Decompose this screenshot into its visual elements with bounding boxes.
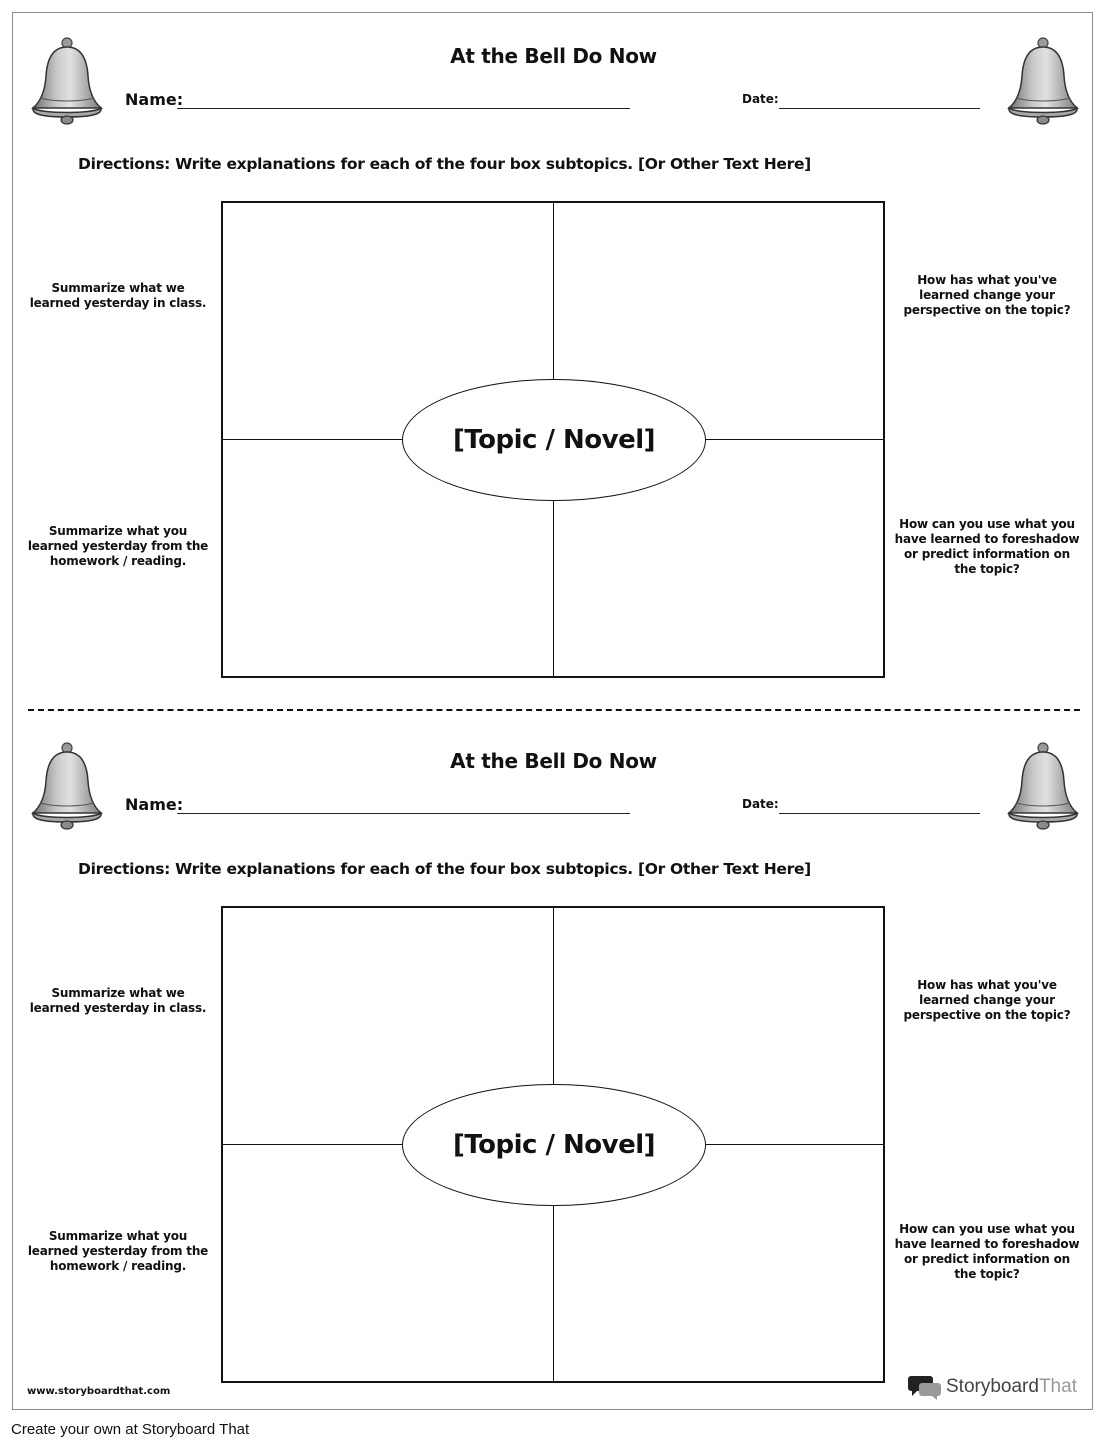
worksheet-title: At the Bell Do Now	[450, 749, 657, 773]
name-line[interactable]	[177, 108, 630, 109]
worksheet-page	[12, 12, 1093, 1410]
prompt-bottom-right: How can you use what you have learned to…	[894, 1222, 1080, 1281]
directions-text: Directions: Write explanations for each …	[78, 860, 811, 878]
storyboardthat-logo[interactable]: StoryboardThat	[908, 1374, 1077, 1400]
name-label: Name:	[125, 90, 184, 109]
cut-line	[28, 709, 1080, 711]
speech-bubbles-icon	[908, 1376, 941, 1400]
prompt-bottom-right: How can you use what you have learned to…	[894, 517, 1080, 576]
logo-text: StoryboardThat	[946, 1376, 1077, 1397]
worksheet-2: At the Bell Do Now Name: Date: Direction…	[0, 705, 1107, 1410]
topic-label: [Topic / Novel]	[452, 425, 656, 455]
prompt-top-right: How has what you've learned change your …	[903, 978, 1071, 1022]
worksheet-1: At the Bell Do Now Name: Date: Direction…	[0, 0, 1107, 705]
prompt-bottom-left: Summarize what you learned yesterday fro…	[27, 1229, 209, 1273]
prompt-top-left: Summarize what we learned yesterday in c…	[29, 986, 207, 1015]
worksheet-title: At the Bell Do Now	[450, 44, 657, 68]
name-label: Name:	[125, 795, 184, 814]
prompt-top-left: Summarize what we learned yesterday in c…	[29, 281, 207, 310]
topic-oval: [Topic / Novel]	[402, 379, 706, 501]
date-line[interactable]	[779, 108, 980, 109]
name-line[interactable]	[177, 813, 630, 814]
date-label: Date:	[742, 92, 779, 106]
create-your-own-link[interactable]: Create your own at Storyboard That	[11, 1421, 250, 1438]
topic-oval: [Topic / Novel]	[402, 1084, 706, 1206]
date-line[interactable]	[779, 813, 980, 814]
directions-text: Directions: Write explanations for each …	[78, 155, 811, 173]
date-label: Date:	[742, 797, 779, 811]
four-square-grid: [Topic / Novel]	[221, 906, 885, 1383]
prompt-bottom-left: Summarize what you learned yesterday fro…	[27, 524, 209, 568]
footer-url[interactable]: www.storyboardthat.com	[27, 1386, 171, 1397]
prompt-top-right: How has what you've learned change your …	[903, 273, 1071, 317]
topic-label: [Topic / Novel]	[452, 1130, 656, 1160]
four-square-grid: [Topic / Novel]	[221, 201, 885, 678]
